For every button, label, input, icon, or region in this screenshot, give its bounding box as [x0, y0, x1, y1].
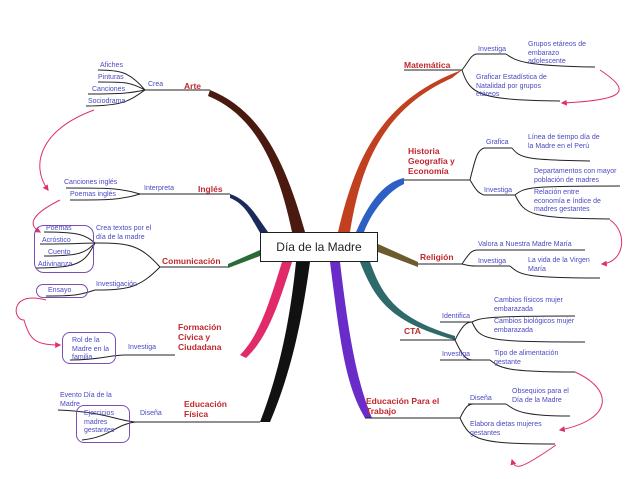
historia-investiga[interactable]: Investiga [484, 187, 513, 194]
comunicacion-item[interactable]: Acróstico [42, 237, 71, 244]
educacion-trabajo-elabora[interactable]: Elabora dietas mujeres gestantes [470, 421, 542, 437]
comunicacion-item[interactable]: Adivinanza [38, 261, 73, 268]
arte-verb[interactable]: Crea [148, 81, 164, 88]
educacion-fisica-evento[interactable]: Evento Día de la Madre [60, 392, 112, 408]
branch-title-arte[interactable]: Arte [184, 81, 202, 91]
religion-vida[interactable]: La vida de la Virgen María [528, 257, 590, 273]
box-rol-madre [62, 332, 116, 364]
arte-item[interactable]: Pinturas [98, 74, 124, 81]
branch-comunicacion [228, 250, 260, 268]
historia-grafica[interactable]: Grafica [486, 139, 509, 146]
branch-title-comunicacion[interactable]: Comunicación [162, 256, 221, 266]
arte-item[interactable]: Canciones [92, 86, 126, 93]
branch-title-ingles[interactable]: Inglés [198, 184, 223, 194]
arte-item[interactable]: Afiches [100, 62, 123, 69]
branch-title-formacion[interactable]: Formación Cívica y Ciudadana [178, 322, 222, 352]
branch-title-religion[interactable]: Religión [420, 252, 454, 262]
arte-item[interactable]: Sociodrama [88, 98, 126, 105]
central-topic[interactable]: Día de la Madre [260, 232, 378, 262]
branch-educacion-trabajo [330, 262, 372, 418]
matematica-grupos[interactable]: Grupos etáreos de embarazo adolescente [528, 41, 586, 65]
box-ensayo [36, 284, 88, 298]
box-ejercicios [76, 405, 130, 443]
branch-title-historia[interactable]: Historia Geografía y Economía [408, 146, 455, 176]
cta-investiga[interactable]: Investiga [442, 351, 471, 358]
historia-linea[interactable]: Línea de tiempo día de la Madre en el Pe… [528, 134, 600, 150]
branch-religion [378, 244, 418, 267]
ingles-verb[interactable]: Interpreta [144, 185, 174, 192]
educacion-trabajo-disena[interactable]: Diseña [470, 395, 492, 402]
cta-identifica[interactable]: Identifica [442, 313, 471, 320]
branch-title-educacion-fisica[interactable]: Educación Física [184, 399, 227, 419]
ingles-item[interactable]: Canciones inglés [64, 179, 118, 186]
educacion-fisica-verb[interactable]: Diseña [140, 410, 162, 417]
box-comunicacion-items [34, 225, 94, 273]
cta-tipo[interactable]: Tipo de alimentación gestante [494, 350, 559, 366]
educacion-trabajo-obsequios[interactable]: Obsequios para el Día de la Madre [512, 388, 569, 404]
religion-valora[interactable]: Valora a Nuestra Madre María [478, 241, 572, 248]
branch-title-matematica[interactable]: Matemática [404, 60, 451, 70]
comunicacion-item[interactable]: Poemas [46, 225, 72, 232]
formacion-item[interactable]: Rol de la Madre en la familia [72, 337, 109, 361]
comunicacion-ensayo[interactable]: Ensayo [48, 287, 72, 294]
branch-ingles [230, 194, 268, 236]
ingles-item[interactable]: Poemas inglés [70, 191, 116, 198]
comunicacion-item[interactable]: Cuento [48, 249, 71, 256]
comunicacion-investigacion[interactable]: Investigación [96, 281, 137, 288]
branch-historia [356, 178, 404, 232]
educacion-fisica-item[interactable]: Ejercicios madres gestantes [84, 410, 115, 434]
branch-arte [208, 90, 305, 232]
cta-cambios-biologicos[interactable]: Cambios biológicos mujer embarazada [494, 318, 575, 334]
comunicacion-crea[interactable]: Crea textos por el día de la madre [96, 225, 152, 241]
branch-cta [360, 262, 455, 340]
underline-connectors [35, 53, 621, 445]
branch-formacion [240, 262, 292, 358]
branch-matematica [338, 70, 462, 232]
matematica-verb[interactable]: Investiga [478, 46, 507, 53]
historia-departamentos[interactable]: Departamentos con mayor población de mad… [534, 168, 617, 184]
religion-investiga[interactable]: Investiga [478, 258, 507, 265]
historia-relacion[interactable]: Relación entre economía e índice de madr… [534, 189, 601, 213]
matematica-graficar[interactable]: Graficar Estadística de Natalidad por gr… [476, 74, 547, 98]
branch-educacion-fisica [260, 262, 310, 422]
formacion-verb[interactable]: Investiga [128, 344, 157, 351]
branch-title-cta[interactable]: CTA [404, 326, 421, 336]
branch-title-educacion-trabajo[interactable]: Educación Para el Trabajo [366, 396, 440, 416]
cta-cambios-fisicos[interactable]: Cambios físicos mujer embarazada [494, 297, 563, 313]
